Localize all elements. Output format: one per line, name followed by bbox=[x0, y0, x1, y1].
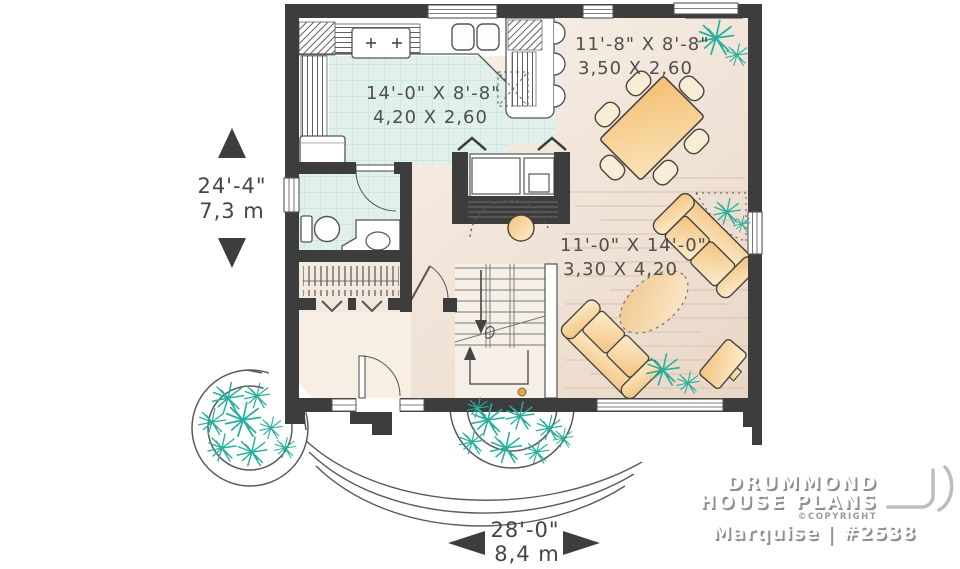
kitchen-area bbox=[298, 17, 566, 165]
kitchen-dimensions-imperial: 14'-0" X 8'-8" bbox=[366, 83, 500, 104]
wall-right bbox=[748, 4, 762, 412]
kitchen-peninsula-bar bbox=[497, 17, 566, 119]
svg-text:HOUSE PLANS: HOUSE PLANS bbox=[701, 493, 880, 515]
depth-metric: 7,3 m bbox=[199, 199, 265, 223]
vanity-sink bbox=[365, 231, 391, 251]
refrigerator bbox=[299, 135, 346, 165]
dining-dimensions-metric: 3,50 X 2,60 bbox=[578, 58, 693, 79]
closet-door-chevrons bbox=[321, 300, 383, 313]
svg-text:DRUMMOND: DRUMMOND bbox=[729, 474, 880, 496]
living-area bbox=[557, 189, 762, 403]
kitchen-sink bbox=[451, 23, 500, 51]
newel-post bbox=[517, 387, 527, 397]
front-door bbox=[358, 355, 366, 399]
room-labels: 14'-0" X 8'-8" 4,20 X 2,60 11'-8" X 8'-8… bbox=[366, 34, 709, 280]
arrow-up-icon bbox=[218, 128, 246, 158]
arrow-down-icon bbox=[218, 238, 246, 268]
window-living-bottom bbox=[596, 398, 724, 412]
foyer-floor bbox=[299, 312, 411, 398]
porch-pilaster-right bbox=[743, 412, 762, 445]
windows bbox=[283, 2, 763, 412]
closet bbox=[303, 266, 399, 313]
window-left bbox=[283, 177, 300, 213]
stair-down-arrow bbox=[475, 270, 487, 334]
kitchen-tile-floor bbox=[299, 52, 508, 164]
dishwasher bbox=[497, 71, 529, 107]
dining-table-set bbox=[591, 67, 713, 189]
window-kitchen-sink bbox=[427, 4, 498, 19]
width-metric: 8,4 m bbox=[494, 542, 560, 566]
porch-pilaster-corner bbox=[285, 412, 305, 424]
kitchen-dimensions-metric: 4,20 X 2,60 bbox=[373, 107, 488, 128]
drummond-house-icon bbox=[886, 465, 954, 512]
logo-company-line2: HOUSE PLANS bbox=[699, 491, 878, 513]
living-dimensions-metric: 3,30 X 4,20 bbox=[563, 259, 678, 280]
svg-text:Marquise | #2538: Marquise | #2538 bbox=[714, 524, 918, 546]
window-dining bbox=[673, 2, 739, 15]
copyright-label: ©COPYRIGHT bbox=[798, 512, 877, 522]
accent-table bbox=[699, 338, 747, 390]
toilet bbox=[313, 215, 341, 243]
fireplace-chevrons bbox=[457, 136, 567, 151]
stair-up-arrow bbox=[464, 346, 529, 385]
stair-break-line bbox=[454, 315, 546, 343]
porch-steps bbox=[302, 437, 643, 527]
porch-pilaster-left bbox=[350, 412, 392, 435]
logo-company-line1: DRUMMOND bbox=[727, 472, 878, 494]
window-top-small bbox=[582, 4, 614, 19]
living-dimensions-imperial: 11'-0" X 14'-0" bbox=[560, 235, 707, 256]
overall-dimensions: 24'-4" 7,3 m 28'-0" 8,4 m bbox=[197, 128, 600, 566]
wall-top bbox=[285, 4, 762, 18]
plan-name-label: Marquise | #2538 bbox=[712, 522, 916, 544]
width-imperial: 28'-0" bbox=[490, 518, 559, 542]
arrow-right-icon bbox=[563, 531, 600, 555]
round-chair bbox=[469, 199, 549, 242]
front-entry bbox=[331, 355, 425, 412]
bar-stools bbox=[553, 21, 566, 108]
branding-block: DRUMMOND DRUMMOND HOUSE PLANS HOUSE PLAN… bbox=[699, 465, 954, 546]
depth-imperial: 24'-4" bbox=[197, 174, 266, 198]
dining-dimensions-imperial: 11'-8" X 8'-8" bbox=[575, 34, 709, 55]
fireplace bbox=[452, 136, 570, 242]
stair-railing-wall bbox=[544, 263, 558, 399]
arrow-left-icon bbox=[448, 531, 485, 555]
window-right bbox=[747, 211, 763, 255]
staircase bbox=[454, 263, 558, 399]
stove bbox=[351, 27, 411, 59]
